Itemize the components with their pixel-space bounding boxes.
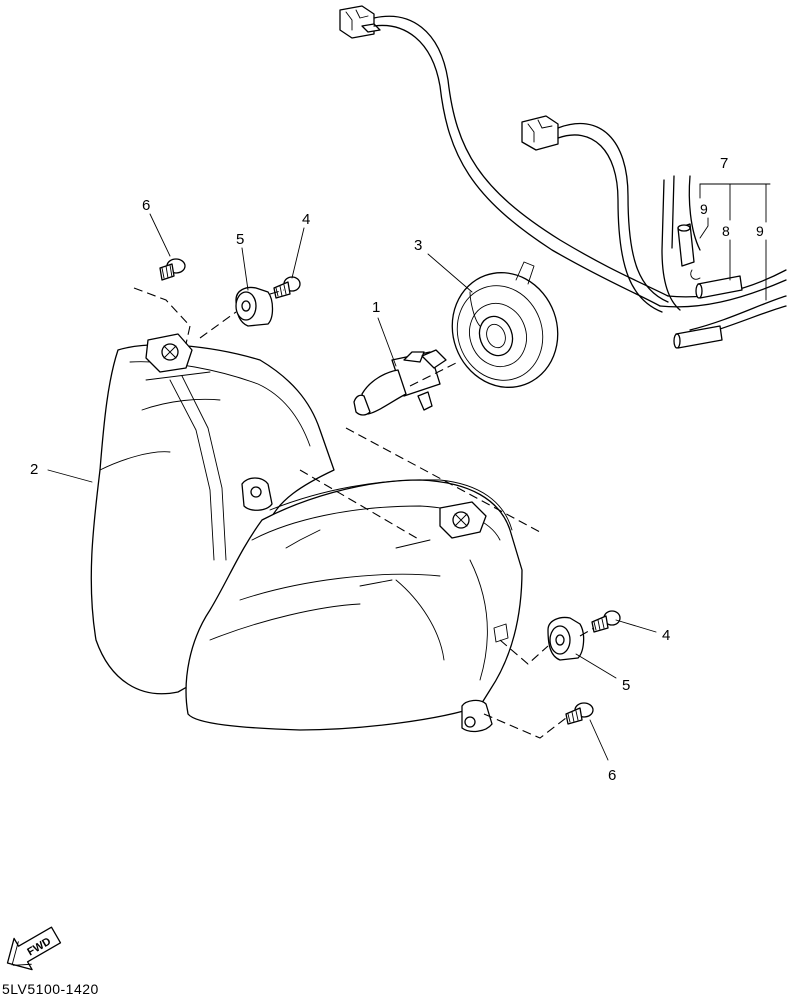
bolt-upper xyxy=(159,258,186,281)
terminal-sleeve-9b xyxy=(673,325,723,349)
callout-sub-8: 8 xyxy=(722,223,730,239)
callout-sub-9a: 9 xyxy=(700,201,708,217)
harness-connector-top xyxy=(339,5,381,39)
terminal-sleeve-8 xyxy=(695,275,743,299)
callout-grommet-upper: 5 xyxy=(236,231,244,248)
grommet-upper xyxy=(235,286,274,327)
leader-lines xyxy=(47,213,657,761)
callout-sub-9b: 9 xyxy=(756,223,764,239)
callout-headlight-unit: 2 xyxy=(30,461,38,478)
terminal-sleeve-9a xyxy=(677,223,695,267)
wire-harness xyxy=(339,5,787,349)
callout-bulb: 1 xyxy=(372,299,380,316)
callout-screw-upper: 4 xyxy=(302,211,310,228)
callout-screw-lower: 4 xyxy=(662,627,670,644)
headlight-bulb xyxy=(353,349,447,416)
callout-bulb-cover: 3 xyxy=(414,237,422,254)
callout-harness: 7 xyxy=(720,155,728,172)
callout-grommet-lower: 5 xyxy=(622,677,630,694)
assembly-lines xyxy=(133,287,595,739)
screw-upper xyxy=(273,276,301,299)
bulb-cover xyxy=(451,261,559,388)
grommet-lower xyxy=(547,616,585,661)
callout-bolt-upper: 6 xyxy=(142,197,150,214)
screw-lower xyxy=(591,610,621,633)
bolt-lower xyxy=(565,702,594,725)
harness-connector-middle xyxy=(521,115,559,151)
callout-bolt-lower: 6 xyxy=(608,767,616,784)
headlight-unit xyxy=(90,333,523,733)
fwd-arrow-icon: FWD xyxy=(6,926,62,971)
part-code-label: 5LV5100-1420 xyxy=(2,981,99,997)
